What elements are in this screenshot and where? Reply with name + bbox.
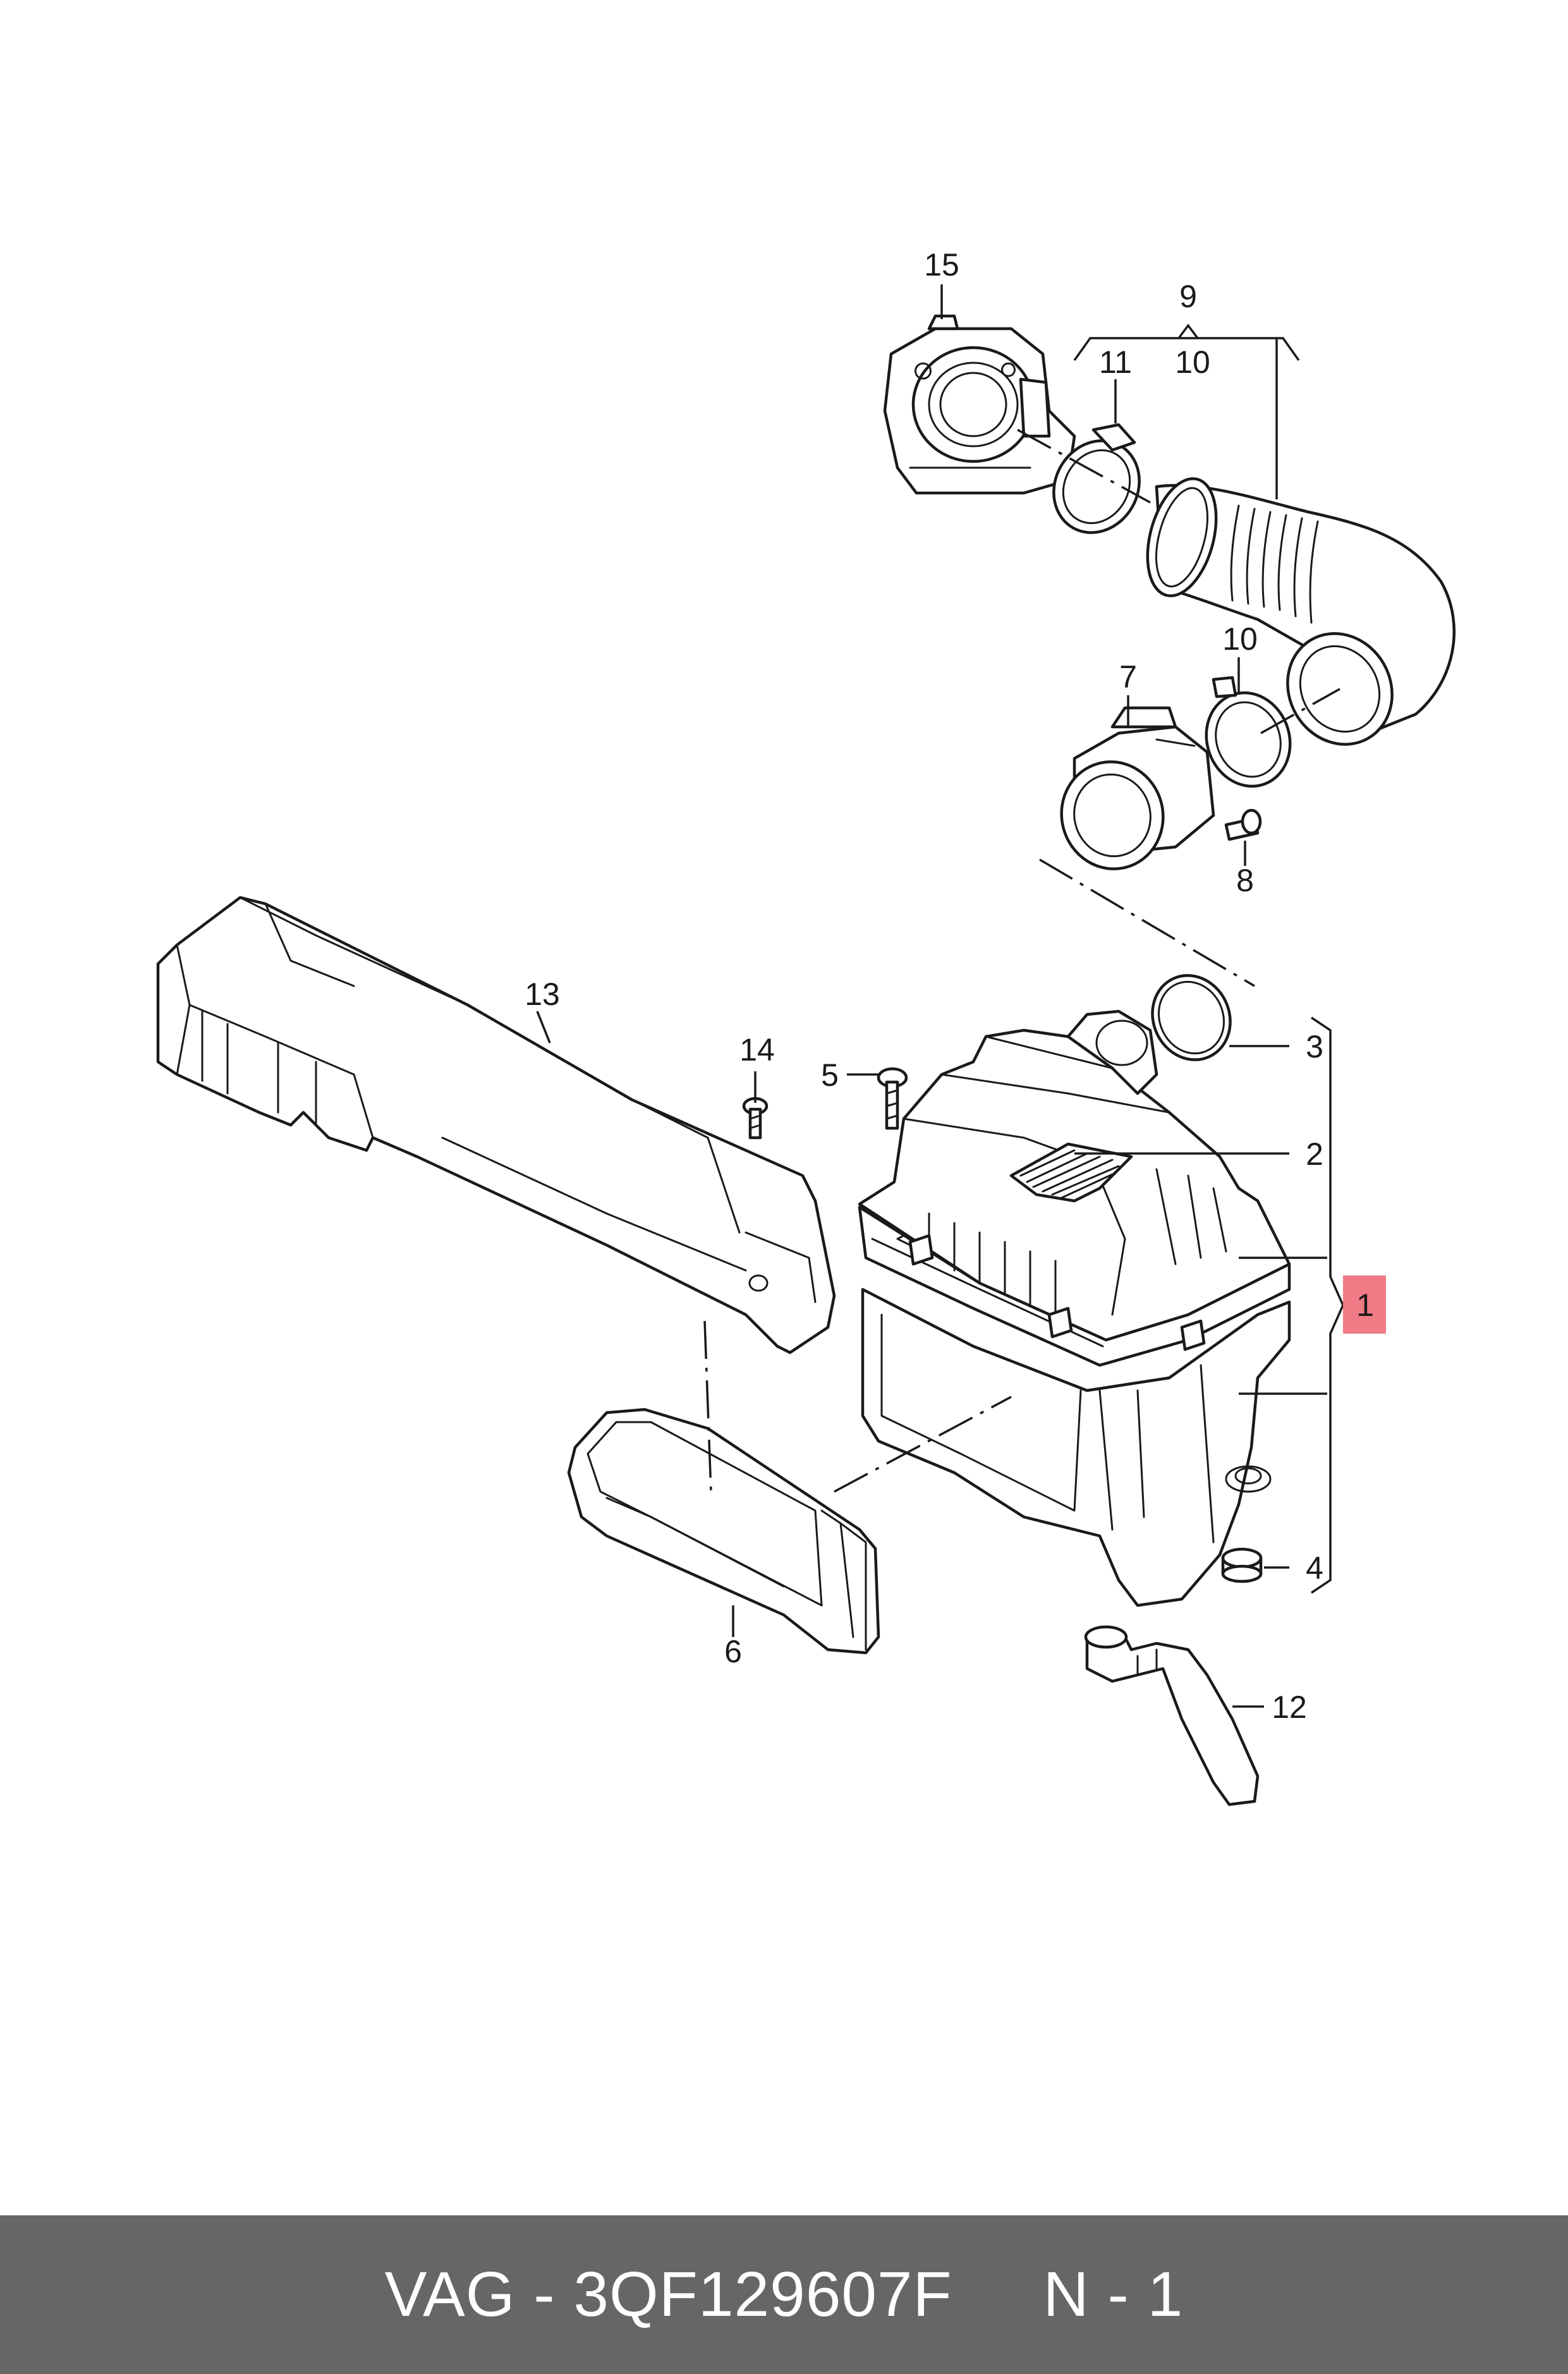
screw-mass-meter-part xyxy=(1224,808,1262,841)
callout-15: 15 xyxy=(924,247,959,283)
callout-7: 7 xyxy=(1119,659,1137,695)
exploded-parts-diagram: 15 9 11 10 10 7 8 13 14 5 3 2 1 4 6 12 xyxy=(156,247,1456,1806)
screw-duct-part xyxy=(742,1097,769,1140)
callout-5: 5 xyxy=(821,1057,839,1093)
callout-11: 11 xyxy=(1099,344,1132,380)
drain-hose-part xyxy=(1084,1625,1260,1806)
callout-6: 6 xyxy=(724,1634,742,1669)
part-number-caption: VAG - 3QF129607F N - 1 xyxy=(384,2259,1184,2330)
callout-13: 13 xyxy=(525,977,560,1012)
intake-scoop-part xyxy=(567,1408,880,1655)
callout-10-lower: 10 xyxy=(1222,621,1258,657)
alignment-line-throttle-to-clamp xyxy=(1017,429,1151,504)
seal-ring-part xyxy=(1151,974,1232,1061)
callout-3: 3 xyxy=(1306,1029,1323,1064)
alignment-line-duct-to-scoop xyxy=(703,1320,712,1492)
footer-bar: VAG - 3QF129607F N - 1 xyxy=(0,2215,1568,2374)
air-mass-meter-part xyxy=(1060,706,1215,870)
intake-hose-part xyxy=(1146,477,1456,746)
callout-12: 12 xyxy=(1272,1689,1307,1725)
callout-10-upper: 10 xyxy=(1175,344,1210,380)
alignment-line-scoop-to-housing xyxy=(834,1396,1012,1493)
throttle-body-part xyxy=(883,314,1076,495)
hose-clamp-lower-part xyxy=(1205,676,1292,788)
alignment-line-clamp-to-hose xyxy=(1260,688,1340,734)
callout-8: 8 xyxy=(1236,863,1254,898)
alignment-line-meter-to-housing xyxy=(1039,858,1255,987)
callout-4: 4 xyxy=(1306,1550,1323,1586)
callout-14: 14 xyxy=(739,1032,775,1068)
air-filter-housing-part xyxy=(858,1009,1291,1607)
main-part-highlight xyxy=(1343,1275,1386,1334)
callout-1: 1 xyxy=(1356,1287,1374,1323)
callout-2: 2 xyxy=(1306,1136,1323,1172)
hose-clamp-upper-part xyxy=(1052,423,1141,534)
bolt-part xyxy=(877,1067,908,1130)
rubber-grommet-part xyxy=(1221,1547,1263,1583)
air-intake-duct-part xyxy=(156,896,836,1354)
callout-9: 9 xyxy=(1179,279,1197,314)
